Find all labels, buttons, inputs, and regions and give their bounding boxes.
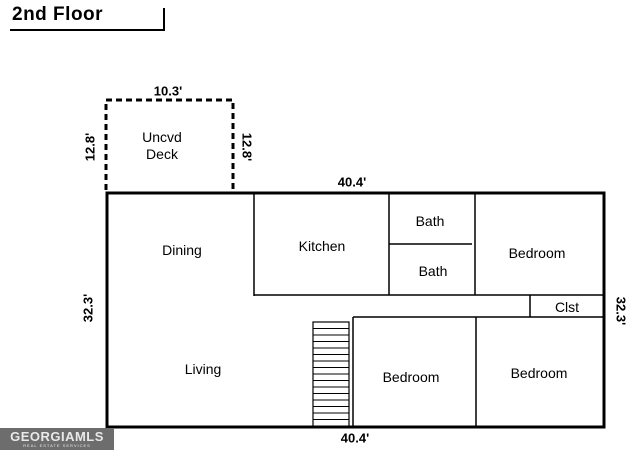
- watermark-tagline: REAL ESTATE SERVICES: [23, 443, 91, 448]
- dim-bottom: 40.4': [340, 430, 370, 446]
- stairs: [312, 321, 350, 428]
- dim-deck-left: 12.8': [82, 132, 98, 162]
- room-label-bedroom-bottom-right: Bedroom: [510, 365, 568, 381]
- watermark-brand: GEORGIAMLS: [10, 429, 104, 444]
- dim-top: 40.4': [337, 174, 367, 190]
- mls-watermark: GEORGIAMLS REAL ESTATE SERVICES: [0, 428, 114, 450]
- room-label-bath-upper: Bath: [415, 213, 445, 229]
- floor-title: 2nd Floor: [12, 4, 104, 25]
- dim-left: 32.3': [80, 293, 96, 323]
- dim-deck-width: 10.3': [153, 83, 183, 99]
- dim-deck-right: 12.8': [239, 132, 255, 162]
- room-label-kitchen: Kitchen: [298, 238, 346, 254]
- room-label-dining: Dining: [162, 242, 202, 258]
- room-label-deck: Uncvd Deck: [142, 129, 182, 162]
- room-label-bedroom-bottom-middle: Bedroom: [382, 369, 440, 385]
- dim-right: 32.3': [613, 296, 629, 326]
- room-label-closet: Clst: [554, 299, 580, 315]
- room-label-living: Living: [184, 361, 222, 377]
- room-label-bath-lower: Bath: [418, 263, 448, 279]
- room-label-bedroom-top-right: Bedroom: [508, 245, 566, 261]
- house-outline: [105, 191, 606, 429]
